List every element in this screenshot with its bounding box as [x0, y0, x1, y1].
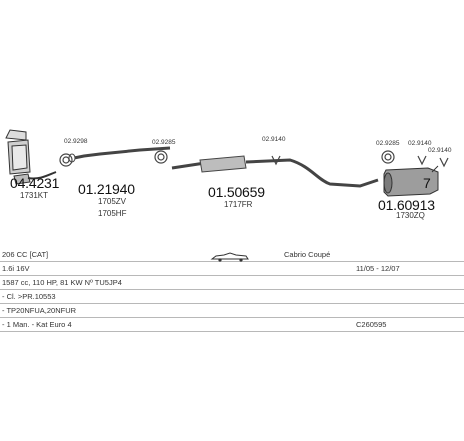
clamp-icon: [439, 157, 449, 168]
part-number: 01.60913: [378, 197, 435, 213]
part-reference: 1705HF: [98, 209, 127, 218]
production-years: 11/05 - 12/07: [356, 264, 400, 273]
info-row: 1.6i 16V 11/05 - 12/07: [0, 262, 464, 276]
part-number: 01.21940: [78, 181, 135, 197]
part-reference: 1705ZV: [98, 197, 127, 206]
clamp-icon: [417, 155, 427, 166]
catalytic-converter: [5, 129, 57, 185]
part-reference: 1717FR: [224, 200, 253, 209]
vehicle-info-table: 206 CC [CAT] Cabrio Coupé 1.6i 16V 11/05…: [0, 248, 464, 338]
engine-spec: 1587 cc, 110 HP, 81 KW Nº TU5JP4: [2, 278, 122, 287]
info-row: - Cl. >PR.10553: [0, 290, 464, 304]
info-row: - TP20NFUA,20NFUR: [0, 304, 464, 318]
exhaust-system-diagram: 7: [5, 129, 449, 197]
chassis-note: - Cl. >PR.10553: [2, 292, 56, 301]
clamp-icon: [154, 150, 168, 164]
car-cabrio-icon: [210, 249, 250, 267]
body-type: Cabrio Coupé: [284, 250, 331, 259]
info-row: - 1 Man. - Kat Euro 4 C260595: [0, 318, 464, 332]
part-number: 04.4231: [10, 175, 60, 191]
part-reference: 1730ZQ: [396, 211, 425, 220]
clamp-icon: [381, 150, 395, 164]
transmission-note: - 1 Man. - Kat Euro 4: [2, 320, 72, 329]
rear-muffler: [383, 165, 439, 197]
info-row: 1587 cc, 110 HP, 81 KW Nº TU5JP4: [0, 276, 464, 290]
clip-label: 02.9140: [262, 136, 286, 143]
clamp-icon: [271, 155, 281, 166]
clip-label: 02.9298: [64, 138, 88, 145]
part-reference: 1731KT: [20, 191, 49, 200]
clip-label: 02.9285: [152, 139, 176, 146]
middle-muffler: [171, 155, 379, 188]
info-row: 206 CC [CAT] Cabrio Coupé: [0, 248, 464, 262]
clamp-icon: [59, 153, 73, 167]
engine: 1.6i 16V: [2, 264, 30, 273]
part-number: 01.50659: [208, 184, 265, 200]
clip-label: 02.9285: [376, 140, 400, 147]
clip-label: 02.9140: [408, 140, 432, 147]
engine-codes: - TP20NFUA,20NFUR: [2, 306, 77, 315]
muffler-digit: 7: [423, 175, 431, 191]
catalog-code: C260595: [356, 320, 387, 329]
clip-label: 02.9140: [428, 147, 452, 154]
model-label: 206 CC [CAT]: [2, 250, 49, 259]
